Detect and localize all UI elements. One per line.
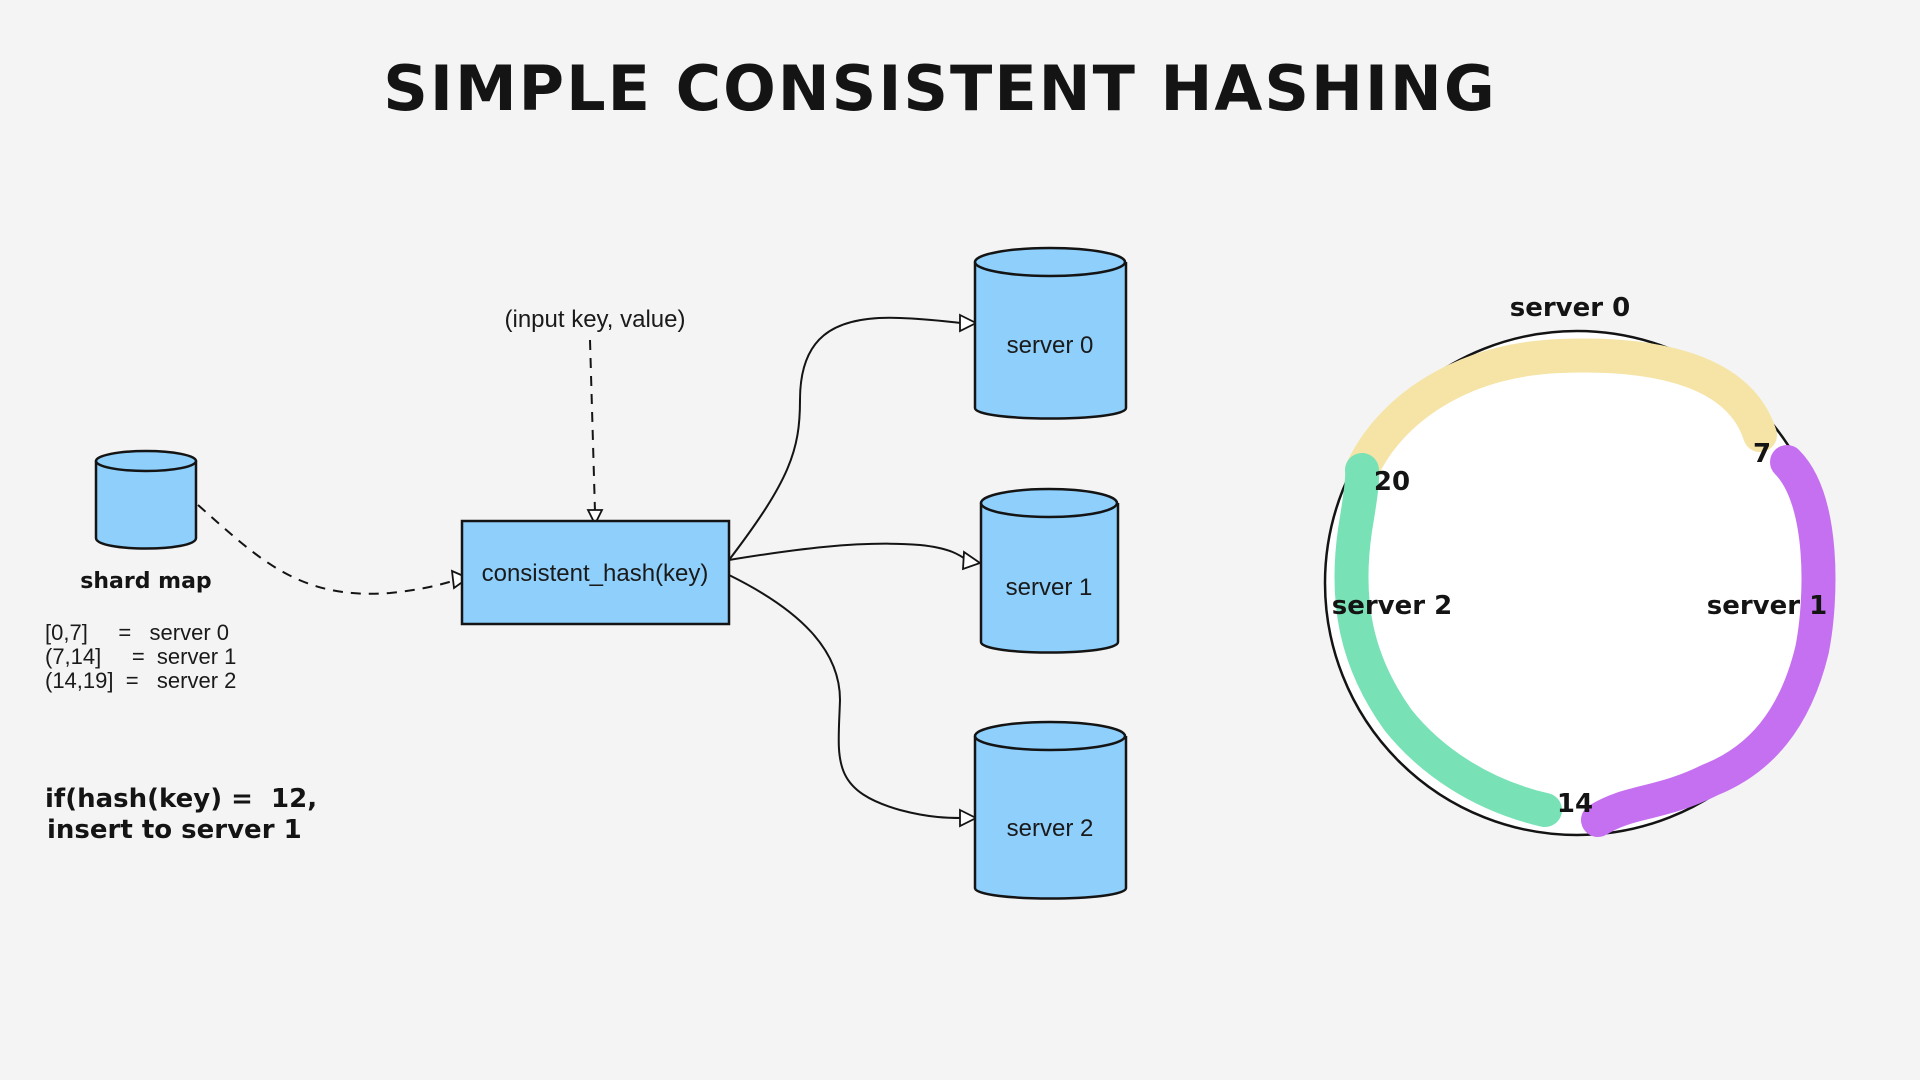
ring-segment-server-1	[1581, 445, 1836, 837]
server-2-label: server 2	[1007, 815, 1094, 842]
arrowhead-server-1	[962, 550, 982, 571]
shard-map-row: (14,19] = server 2	[45, 668, 236, 693]
ring-label-server-0: server 0	[1510, 293, 1630, 323]
input-arrow	[589, 339, 596, 513]
server-1-cylinder-body	[979, 503, 1120, 654]
consistent-hash-label: consistent_hash(key)	[482, 560, 709, 587]
input-arrowhead	[586, 509, 604, 527]
server-1-cylinder-top	[979, 487, 1119, 519]
server-0-cylinder-top	[973, 246, 1127, 278]
page-title: SIMPLE CONSISTENT HASHING	[383, 52, 1496, 125]
server-2-cylinder-top	[973, 720, 1127, 752]
arrow-to-server-1	[728, 542, 969, 562]
ring-label-server-2: server 2	[1332, 591, 1452, 621]
shard-map-node[interactable]	[94, 449, 198, 550]
arrowhead-server-0	[959, 313, 979, 333]
ring-marker-14: 14	[1557, 789, 1593, 819]
server-0-node[interactable]	[973, 246, 1128, 420]
shard-map-cylinder-top	[94, 449, 198, 473]
arrow-to-server-0	[728, 316, 963, 561]
shard-map-row: [0,7] = server 0	[45, 620, 229, 645]
ring-segment-server-0	[1345, 338, 1777, 487]
hash-ring: 7 14 20 server 0 server 1 server 2	[1323, 293, 1836, 837]
ring-label-server-1: server 1	[1707, 591, 1827, 621]
shard-map-cylinder-body	[94, 461, 198, 550]
arrowhead-server-2	[959, 808, 979, 828]
shard-map-arrow	[197, 504, 457, 595]
shard-map-row: (7,14] = server 1	[45, 644, 236, 669]
server-1-label: server 1	[1006, 574, 1093, 601]
ring-marker-20: 20	[1374, 467, 1410, 497]
shard-map-table: [0,7] = server 0 (7,14] = server 1 (14,1…	[45, 620, 236, 693]
server-2-node[interactable]	[973, 720, 1128, 900]
input-key-value-label: (input key, value)	[505, 306, 686, 333]
arrow-to-server-2	[728, 574, 963, 819]
consistent-hash-box[interactable]	[460, 519, 731, 626]
shard-map-label: shard map	[80, 569, 211, 594]
ring-segment-server-2	[1334, 453, 1562, 827]
example-line-1: if(hash(key) = 12,	[45, 784, 317, 814]
server-0-cylinder-body	[973, 262, 1128, 420]
example-line-2: insert to server 1	[47, 815, 302, 845]
server-2-cylinder-body	[973, 736, 1128, 900]
server-0-label: server 0	[1007, 332, 1094, 359]
ring-marker-7: 7	[1753, 439, 1771, 469]
server-1-node[interactable]	[979, 487, 1120, 654]
